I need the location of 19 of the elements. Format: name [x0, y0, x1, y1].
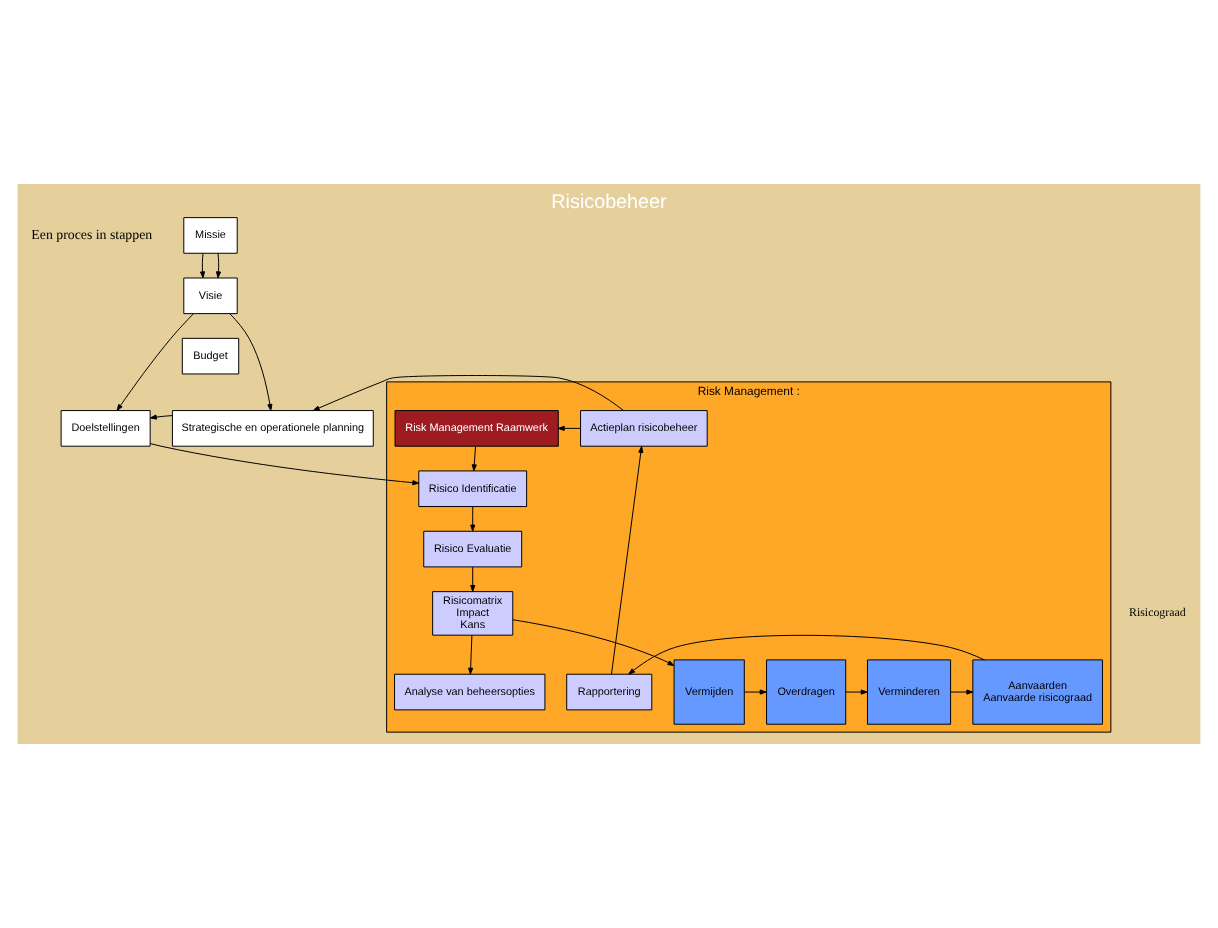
- arrow: [557, 425, 581, 431]
- arrow: [470, 506, 476, 532]
- arrow: [149, 443, 420, 486]
- arrow: [471, 445, 477, 472]
- arrow: [470, 566, 476, 592]
- arrow: [199, 252, 206, 279]
- arrow: [116, 313, 194, 411]
- arrow: [215, 252, 222, 279]
- arrow: [845, 689, 868, 695]
- arrow: [950, 689, 974, 695]
- arrow: [149, 414, 173, 420]
- diagram-title: Risicobeheer: [551, 191, 667, 214]
- arrow: [512, 619, 675, 667]
- arrow: [743, 689, 767, 695]
- arrow: [229, 313, 273, 411]
- arrow: [611, 446, 644, 675]
- arrow: [628, 634, 985, 675]
- arrow: [312, 375, 624, 411]
- arrow: [468, 634, 474, 675]
